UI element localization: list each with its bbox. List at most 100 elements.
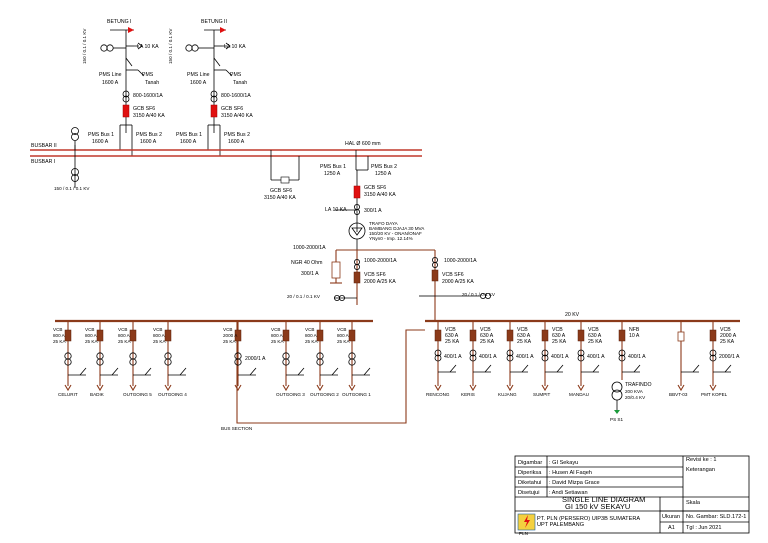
trafo-voltage: 150/20 KV - ONAN/ONAF [369, 231, 422, 236]
vcb-rating: 25 KA [480, 339, 495, 345]
pms-bus-label: PMS Bus 1 [320, 164, 346, 170]
vcb-rating: 2000 A/25 KA [442, 279, 474, 285]
pms-bus-rating: 1600 A [92, 139, 109, 145]
hal-label: HAL Ø 600 mm [345, 141, 381, 147]
trafo-label: TRAFO DAYA [369, 221, 399, 226]
role-label: Digambar [518, 460, 542, 466]
gcb-rating: 3150 A/40 KA [133, 113, 165, 119]
pt-ratio-label: 20 / 0.1 / 0.1 KV [287, 294, 321, 299]
revision-label: Revisi ke : 1 [686, 457, 716, 463]
aux-trafo-voltage: 20/0.4 KV [625, 395, 646, 400]
bay-title: BETUNG II [201, 19, 227, 25]
ct-label: 400/1 A [587, 354, 605, 360]
vcb-rating: 2000 A [720, 333, 737, 339]
trafo-bay: PMS Bus 1 1250 A PMS Bus 2 1250 A GCB SF… [287, 150, 425, 305]
vcb-label: VCB [85, 327, 94, 332]
trafo-rating: BAMBANG DJAJA 30 MVA [369, 226, 425, 231]
coupler-label: GCB SF6 [270, 188, 292, 194]
ct-label: 400/1 A [479, 354, 497, 360]
pln-logo-text: PLN [519, 531, 528, 536]
ct-label: 400/1 A [551, 354, 569, 360]
organization-line-1: PT. PLN (PERSERO) UIP3B SUMATERA [537, 516, 640, 522]
pms-line-rating: 1600 A [190, 80, 207, 86]
role-name: : GI Sekayu [549, 460, 578, 466]
vt-cubicle [677, 331, 685, 342]
feeder-name: OUTGOING 4 [158, 392, 187, 397]
scale-label: Skala [686, 500, 701, 506]
feeder-outgoing-icon [282, 384, 290, 392]
role-label: Disetujui [518, 490, 539, 496]
ngr-resistor [331, 261, 341, 279]
vcb-rating: 800 A [118, 333, 131, 338]
vcb-breaker [618, 329, 626, 342]
feeder-name: TRAFINDO [625, 382, 652, 388]
line-bay-betung-2: BETUNG II LA 10 KA 150 / 0.1 / 0.1 KV PM… [168, 19, 253, 133]
vcb-rating: 630 A [480, 333, 494, 339]
vcb-rating: 25 KA [118, 339, 131, 344]
drawing-number: No. Gambar: SLD.172-1 [686, 514, 746, 520]
pms-bus-label: PMS Bus 1 [176, 132, 202, 138]
incoming-20kv-right: 1000-2000/1A VCB SF6 2000 A/25 KA 20 / 0… [357, 249, 496, 320]
vcb-label: VCB [118, 327, 127, 332]
vcb-rating: 630 A [552, 333, 566, 339]
vcb-rating: 25 KA [337, 339, 350, 344]
bus-selectors: PMS Bus 1 1600 A PMS Bus 2 1600 A PMS Bu… [88, 124, 250, 156]
gcb-breaker [122, 104, 130, 118]
vcb-breaker [431, 269, 439, 282]
vcb-breaker [64, 329, 72, 342]
feeder-outgoing-icon [316, 384, 324, 392]
vcb-rating: 25 KA [720, 339, 735, 345]
pms-bus-label: PMS Bus 2 [224, 132, 250, 138]
ct-label: 2000/1 A [245, 356, 266, 362]
vcb-breaker [709, 329, 717, 342]
remarks-label: Keterangan [686, 467, 715, 473]
paper-size-value: A1 [668, 525, 675, 531]
vcb-breaker [96, 329, 104, 342]
pt-ratio-label: 150 / 0.1 / 0.1 KV [168, 28, 173, 64]
vcb-rating: 25 KA [153, 339, 166, 344]
feeder-right-6: BBVT-03 [669, 321, 700, 397]
busbar-2-label: BUSBAR II [31, 143, 57, 149]
feeder-name: CELURIT [58, 392, 78, 397]
vcb-label: VCB [517, 327, 528, 333]
gcb-rating: 3150 A/40 KA [221, 113, 253, 119]
feeder-outgoing-icon [677, 384, 685, 392]
vcb-label: VCB [480, 327, 491, 333]
gcb-label: GCB SF6 [133, 106, 155, 112]
drawing-date: Tgl : Jun 2021 [686, 525, 721, 531]
feeder-name: BADIK [90, 392, 105, 397]
pms-bus-rating: 1250 A [324, 171, 341, 177]
line-bay-betung-1: BETUNG I LA 10 KA 150 / 0.1 / 0.1 KV PMS… [82, 19, 165, 133]
feeder-name: MANDAU [569, 392, 589, 397]
line-arrow-icon [128, 27, 134, 33]
feeder-name: BBVT-03 [669, 392, 688, 397]
vcb-rating: 800 A [305, 333, 318, 338]
vcb-rating: 25 KA [85, 339, 98, 344]
ct-label: 1000-2000/1A [444, 258, 477, 264]
ct-label: 400/1 A [628, 354, 646, 360]
vcb-breaker [129, 329, 137, 342]
pln-logo: PLN [517, 513, 536, 536]
feeder-name: OUTGOING 2 [310, 392, 339, 397]
pt-ratio-label: 150 / 0.1 / 0.1 KV [82, 28, 87, 64]
vcb-label: VCB [223, 327, 232, 332]
vcb-label: VCB [720, 327, 731, 333]
feeder-name: OUTGOING 3 [276, 392, 305, 397]
vcb-label: VCB [271, 327, 280, 332]
role-name: : David Mizpa Grace [549, 480, 600, 486]
feeder-outgoing-icon [434, 384, 442, 392]
drawing-subtitle: GI 150 kV SEKAYU [565, 502, 630, 511]
feeder-name: RENCONG [426, 392, 450, 397]
vcb-rating: 25 KA [552, 339, 567, 345]
vcb-rating: 25 KA [223, 339, 236, 344]
line-arrow-icon [220, 27, 226, 33]
vcb-breaker [541, 329, 549, 342]
vcb-rating: 630 A [445, 333, 459, 339]
feeder-outgoing-icon [129, 384, 137, 392]
